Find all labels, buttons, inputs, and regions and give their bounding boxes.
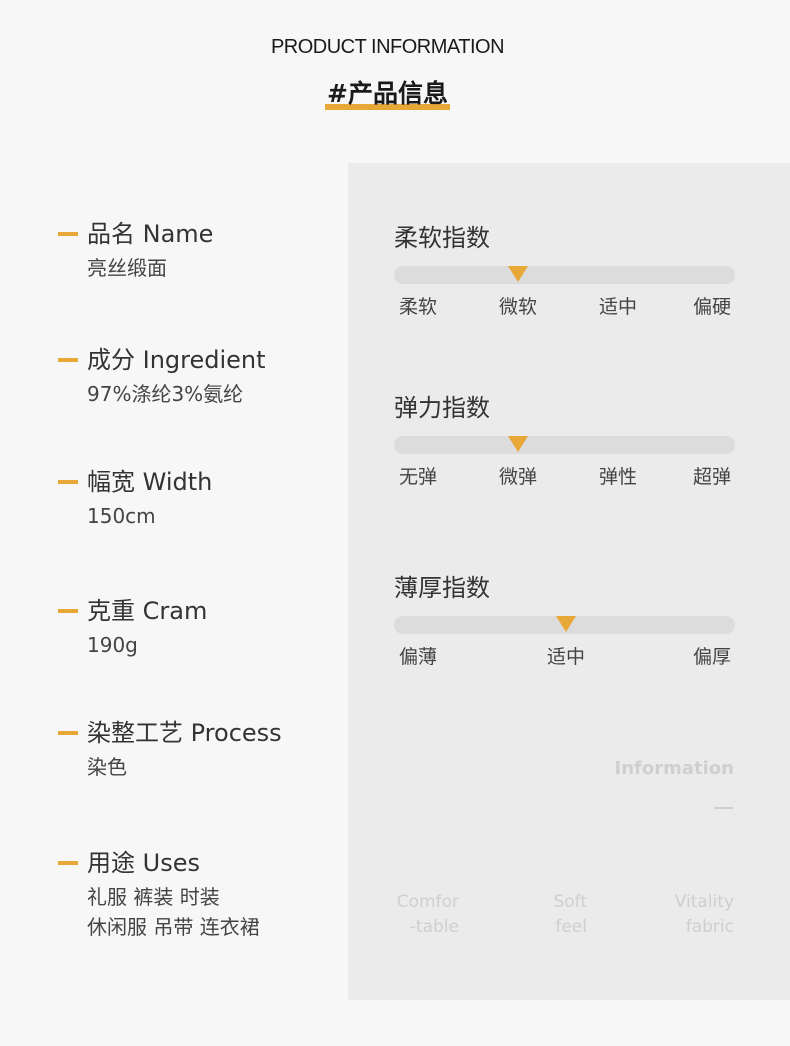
scale-tick: 偏薄 — [398, 646, 438, 668]
title-highlight-bar — [325, 104, 450, 110]
feature-comfortable: Comfor -table — [396, 892, 459, 937]
scale-marker — [508, 436, 528, 452]
scale-tick: 超弹 — [692, 466, 732, 488]
scale-marker — [508, 266, 528, 282]
spec-label: 品名 Name — [87, 220, 214, 248]
scale-track — [394, 436, 735, 454]
spec-value: 染色 — [87, 755, 127, 779]
feature-vitality: Vitality fabric — [674, 892, 734, 937]
accent-dash — [58, 480, 78, 484]
spec-value-line2: 休闲服 吊带 连衣裙 — [87, 915, 260, 939]
scale-marker — [556, 616, 576, 632]
scale-tick: 适中 — [546, 646, 586, 668]
spec-label: 成分 Ingredient — [87, 346, 266, 374]
scale-track — [394, 266, 735, 284]
spec-label: 染整工艺 Process — [87, 719, 282, 747]
scale-tick: 偏硬 — [692, 296, 732, 318]
scale-tick: 弹性 — [598, 466, 638, 488]
spec-label: 克重 Cram — [87, 597, 208, 625]
scale-title: 弹力指数 — [394, 394, 490, 422]
spec-label: 幅宽 Width — [87, 468, 213, 496]
accent-dash — [58, 861, 78, 865]
spec-label: 用途 Uses — [87, 849, 200, 877]
index-panel — [348, 163, 790, 1000]
scale-tick: 微弹 — [498, 466, 538, 488]
info-divider — [714, 807, 733, 809]
feature-soft: Soft feel — [553, 892, 587, 937]
scale-title: 柔软指数 — [394, 224, 490, 252]
accent-dash — [58, 731, 78, 735]
scale-tick: 柔软 — [398, 296, 438, 318]
scale-tick: 适中 — [598, 296, 638, 318]
header-title-cn: #产品信息 — [325, 74, 450, 110]
spec-value: 190g — [87, 633, 138, 657]
scale-tick: 无弹 — [398, 466, 438, 488]
spec-value: 礼服 裤装 时装 — [87, 885, 220, 909]
spec-value: 亮丝缎面 — [87, 256, 167, 280]
header-title-en: PRODUCT INFORMATION — [270, 36, 505, 58]
spec-value: 97%涤纶3%氨纶 — [87, 382, 244, 406]
accent-dash — [58, 609, 78, 613]
header-title-cn-text: #产品信息 — [327, 79, 448, 108]
scale-title: 薄厚指数 — [394, 574, 490, 602]
accent-dash — [58, 358, 78, 362]
spec-value: 150cm — [87, 504, 156, 528]
info-watermark: Information — [614, 758, 734, 779]
scale-tick: 微软 — [498, 296, 538, 318]
accent-dash — [58, 232, 78, 236]
scale-tick: 偏厚 — [692, 646, 732, 668]
header-title-cn-wrap: #产品信息 — [0, 74, 775, 110]
